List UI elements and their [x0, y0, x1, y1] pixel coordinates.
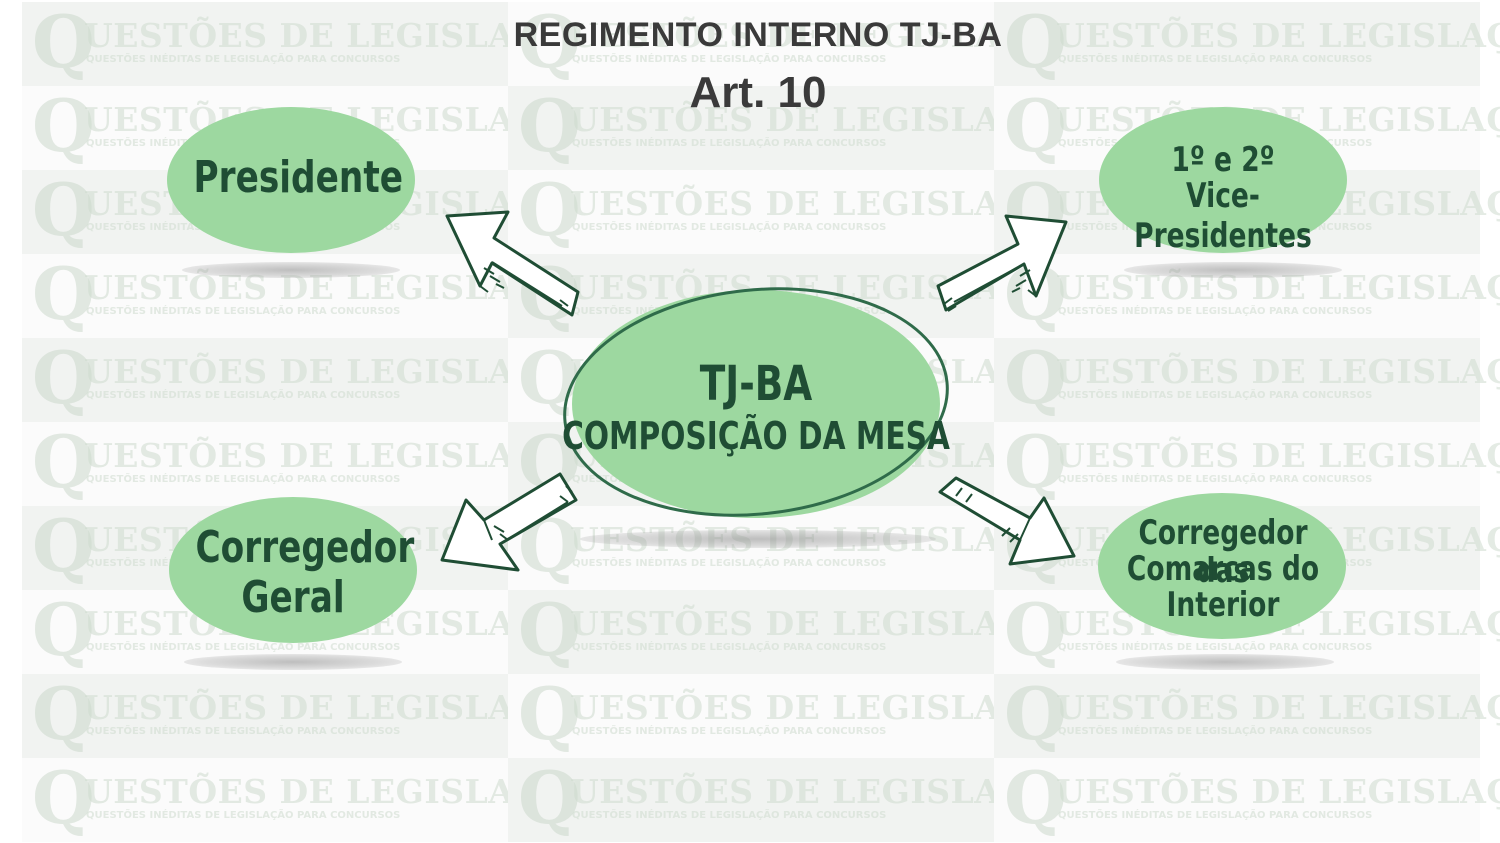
corregedor-interior-line2: Comarcas do [1126, 549, 1320, 589]
vice-presidentes-line1: 1º e 2º [1171, 140, 1275, 180]
corregedor-geral-shadow [184, 654, 402, 670]
center-title: TJ-BA [699, 356, 813, 412]
center-shadow [580, 530, 936, 548]
center-ellipse [572, 290, 940, 518]
arrow-to-corregedor-interior [938, 476, 1076, 566]
presidente-shadow [182, 262, 400, 278]
corregedor-interior-line1: Corregedor das [1138, 513, 1308, 591]
center-outline-sketch [563, 287, 949, 517]
center-subtitle: COMPOSIÇÃO DA MESA [562, 414, 950, 458]
corregedor-geral-ellipse [169, 497, 417, 643]
page-title: REGIMENTO INTERNO TJ-BA [513, 16, 1003, 54]
corregedor-geral-line1: Corregedor [195, 522, 415, 573]
arrow-to-presidente [445, 210, 580, 317]
presidente-ellipse [167, 107, 415, 253]
corregedor-geral-line2: Geral [241, 572, 345, 623]
presidente-label: Presidente [193, 152, 404, 203]
arrow-to-corregedor-geral [440, 472, 578, 572]
vice-presidentes-ellipse [1099, 107, 1347, 253]
arrow-to-vice-presidentes [936, 214, 1068, 312]
corregedor-interior-ellipse [1098, 493, 1346, 639]
vice-presidentes-shadow [1124, 262, 1342, 278]
corregedor-interior-shadow [1116, 654, 1334, 670]
vice-presidentes-line2: Vice-Presidentes [1134, 176, 1312, 256]
article-number: Art. 10 [689, 68, 827, 117]
corregedor-interior-line3: Interior [1166, 585, 1280, 625]
